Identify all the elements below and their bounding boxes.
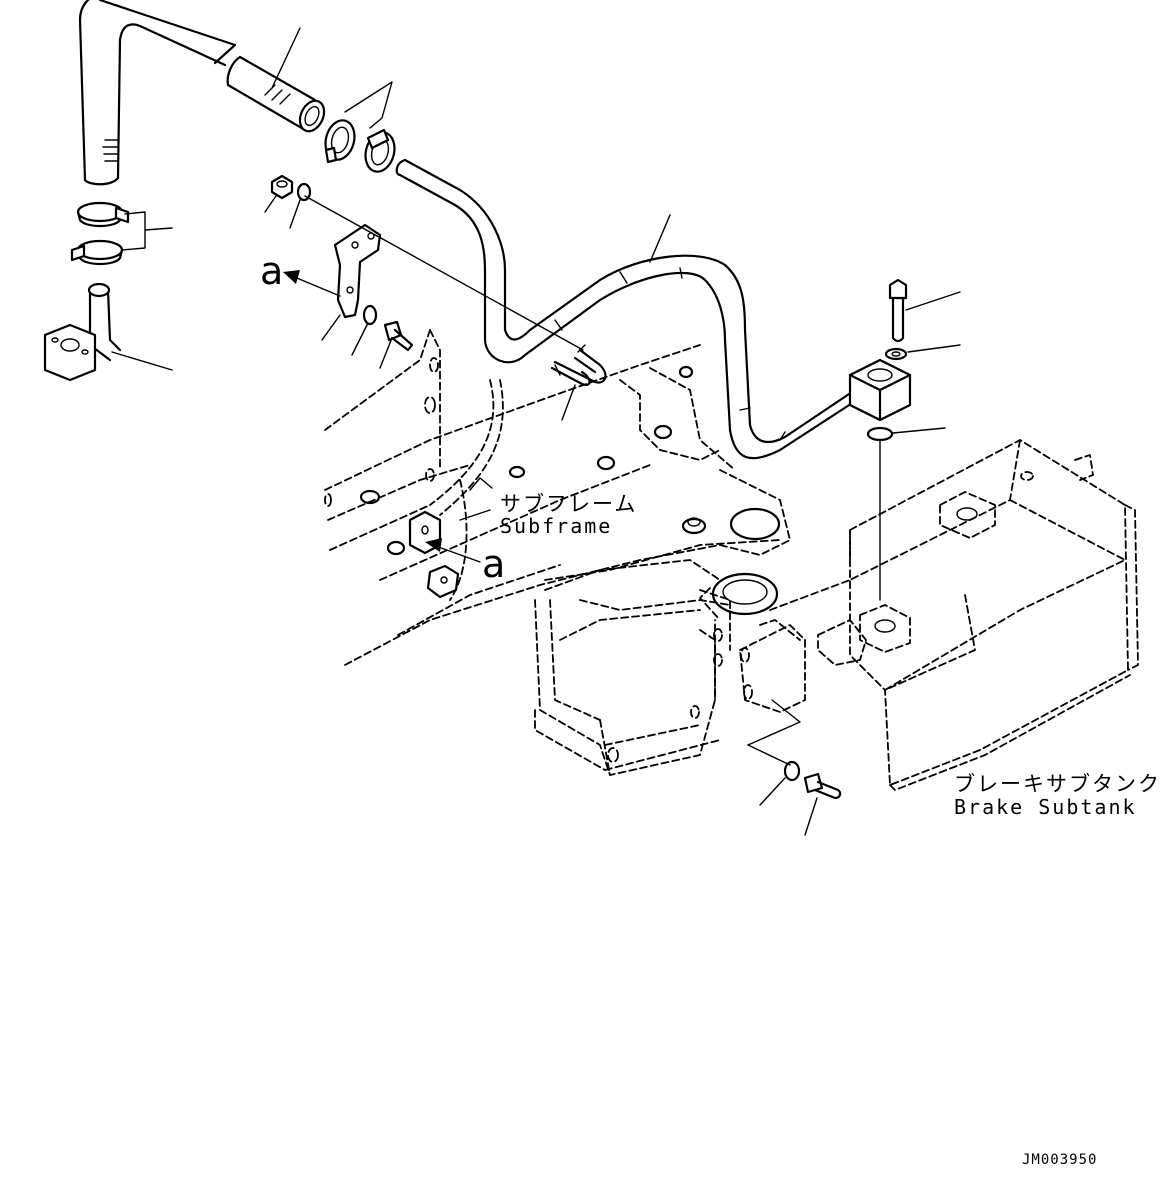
upper-left-hose xyxy=(78,0,237,186)
elbow-pipe-flange xyxy=(43,282,122,382)
hose-clamps-top xyxy=(324,119,396,173)
subframe-label-en: Subframe xyxy=(500,514,613,538)
pipe-bracket xyxy=(333,223,382,319)
hose-clamps-left xyxy=(70,201,130,266)
bolts xyxy=(383,278,908,800)
brake-subtank-label-en: Brake Subtank xyxy=(954,795,1137,819)
leader-lines xyxy=(111,27,961,836)
subframe-outline xyxy=(324,329,791,776)
subframe-label-jp: サブフレーム xyxy=(500,492,638,516)
drawing-code: JM003950 xyxy=(1022,1152,1098,1168)
u-bolt xyxy=(550,344,607,386)
label-lines xyxy=(459,477,493,521)
nuts-washers xyxy=(270,174,908,782)
ref-arrows xyxy=(283,270,481,563)
frame-mount-block xyxy=(408,510,460,599)
ref-label-a-bottom: a xyxy=(482,542,506,586)
brake-subtank xyxy=(739,439,1139,791)
main-pipe xyxy=(395,158,862,460)
ref-label-a-top: a xyxy=(260,249,284,293)
flange-fitting xyxy=(848,358,912,422)
hose-pipe-section xyxy=(226,55,326,133)
brake-subtank-label-jp: ブレーキサブタンク xyxy=(954,772,1161,796)
